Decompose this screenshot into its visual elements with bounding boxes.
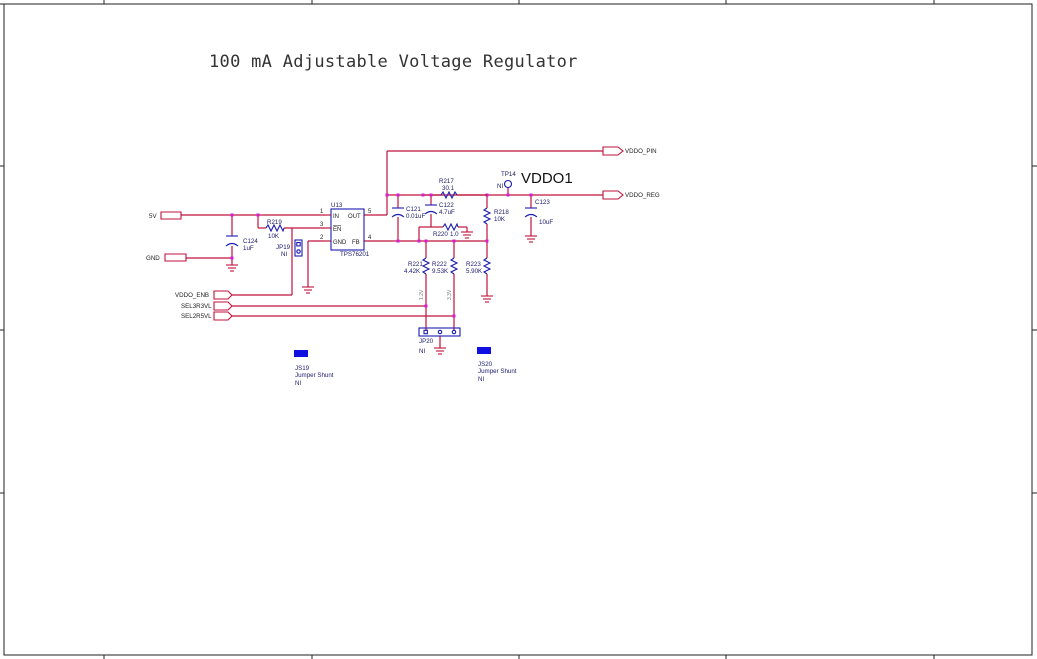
resistor-r223: R223 5.90K: [466, 257, 492, 275]
svg-text:VDDO_REG: VDDO_REG: [625, 192, 660, 199]
svg-text:TP14: TP14: [501, 171, 516, 178]
ground-symbol: [434, 347, 446, 355]
svg-text:R220: R220: [433, 231, 448, 238]
resistor-r217: R217 30.1: [439, 178, 487, 200]
jumper-jp20: JP20 NI: [418, 327, 461, 355]
svg-text:R217: R217: [439, 178, 454, 185]
ground-symbol: [226, 264, 238, 272]
svg-text:JS20: JS20: [478, 361, 493, 368]
svg-text:10K: 10K: [268, 233, 280, 240]
port-vddo-pin: VDDO_PIN: [602, 146, 657, 156]
svg-text:R222: R222: [432, 261, 447, 268]
capacitor-c121: C121 0.01uF: [391, 206, 425, 220]
svg-text:R223: R223: [466, 261, 481, 268]
capacitor-c123: C123 10uF: [524, 199, 553, 226]
svg-text:VDDO_ENB: VDDO_ENB: [175, 292, 209, 299]
u13-part: TPS76201: [340, 251, 370, 258]
svg-text:C122: C122: [439, 202, 454, 209]
svg-text:5: 5: [368, 209, 372, 215]
svg-text:3: 3: [320, 222, 324, 228]
ground-symbol: [461, 231, 473, 239]
svg-text:9.53K: 9.53K: [432, 268, 449, 275]
svg-text:NI: NI: [281, 251, 287, 258]
svg-text:JS19: JS19: [295, 365, 310, 372]
svg-text:10uF: 10uF: [539, 219, 553, 226]
voltage-mark-1: 1.2V: [419, 289, 425, 300]
voltage-mark-2: 3.3V: [447, 289, 453, 300]
svg-text:30.1: 30.1: [442, 185, 455, 192]
svg-text:2: 2: [320, 235, 324, 241]
svg-text:NI: NI: [419, 348, 425, 355]
resistor-r220: R220 1.0: [433, 222, 459, 238]
svg-text:10K: 10K: [494, 216, 506, 223]
port-sel2r5vl: SEL2R5VL: [181, 311, 233, 321]
u13-pin-in: IN: [333, 214, 339, 220]
svg-text:SEL3R3VL: SEL3R3VL: [181, 303, 212, 310]
svg-text:NI: NI: [478, 376, 484, 383]
svg-text:4: 4: [368, 235, 372, 241]
svg-text:C124: C124: [243, 238, 258, 245]
capacitor-c124: C124 1uF: [225, 235, 258, 252]
svg-text:C121: C121: [406, 206, 421, 213]
svg-text:Jumper Shunt: Jumper Shunt: [478, 368, 517, 375]
port-gnd: GND: [146, 253, 187, 262]
svg-text:1uF: 1uF: [243, 245, 254, 252]
testpoint-tp14: TP14 NI: [497, 171, 516, 190]
svg-text:R219: R219: [267, 219, 282, 226]
jumper-shunt-js20: JS20 Jumper Shunt NI: [477, 347, 517, 383]
svg-text:C123: C123: [535, 199, 550, 206]
svg-text:VDDO_PIN: VDDO_PIN: [625, 148, 657, 155]
svg-text:JP20: JP20: [419, 338, 434, 345]
port-sel3r3vl: SEL3R3VL: [181, 301, 233, 311]
svg-text:R221: R221: [408, 261, 423, 268]
capacitor-c122: C122 4.7uF: [424, 202, 455, 216]
u13-pin-en: EN: [333, 227, 341, 233]
svg-text:SEL2R5VL: SEL2R5VL: [181, 313, 212, 320]
svg-text:Jumper Shunt: Jumper Shunt: [295, 372, 334, 379]
jumper-jp19: JP19 NI: [276, 239, 303, 258]
svg-text:0.01uF: 0.01uF: [406, 213, 425, 220]
svg-text:5V: 5V: [149, 213, 157, 220]
ground-symbol: [481, 295, 493, 303]
svg-text:1.0: 1.0: [450, 231, 459, 238]
svg-text:GND: GND: [146, 255, 160, 262]
resistor-r219: R219 10K: [265, 219, 285, 240]
svg-text:NI: NI: [497, 183, 503, 190]
resistor-r218: R218 10K: [482, 207, 509, 225]
page-title: 100 mA Adjustable Voltage Regulator: [209, 52, 578, 72]
svg-text:4.42K: 4.42K: [404, 268, 421, 275]
wires: [181, 150, 603, 348]
jumper-shunt-js19: JS19 Jumper Shunt NI: [294, 350, 334, 387]
svg-text:1: 1: [320, 209, 324, 215]
svg-text:NI: NI: [295, 380, 301, 387]
port-vddo-enb: VDDO_ENB: [175, 290, 233, 300]
svg-text:4.7uF: 4.7uF: [439, 209, 455, 216]
ic-u13: U13 IN EN GND OUT FB 1 3 2 5 4 TPS76201: [320, 202, 372, 258]
u13-pin-out: OUT: [348, 214, 361, 220]
ground-symbol: [302, 286, 314, 294]
u13-pin-fb: FB: [352, 240, 360, 246]
svg-text:JP19: JP19: [276, 244, 291, 251]
u13-ref: U13: [331, 202, 343, 209]
svg-text:R218: R218: [494, 209, 509, 216]
resistor-r222: R222 9.53K: [432, 257, 459, 275]
port-5v: 5V: [149, 211, 182, 220]
port-vddo-reg: VDDO_REG: [602, 190, 660, 200]
net-label-vddo1: VDDO1: [521, 170, 573, 187]
resistor-r221: R221 4.42K: [404, 257, 431, 275]
u13-pin-gnd: GND: [333, 240, 347, 246]
svg-text:5.90K: 5.90K: [466, 268, 483, 275]
ground-symbol: [525, 235, 537, 243]
